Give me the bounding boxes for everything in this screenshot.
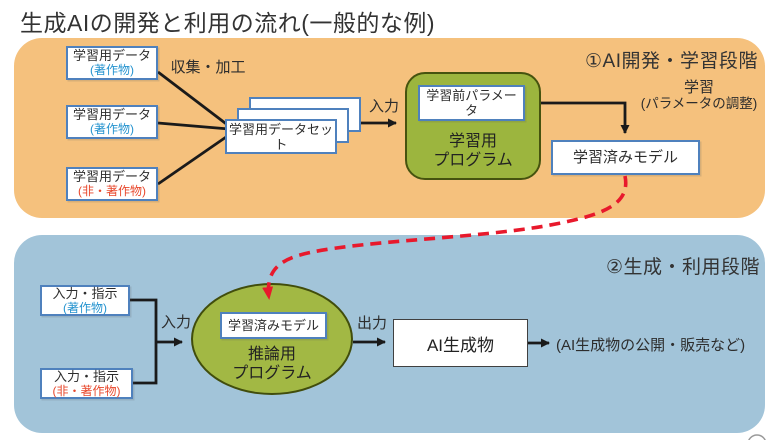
noncopyright-tag: (非・著作物) [78,184,146,198]
input-instruction-box-1: 入力・指示 (著作物) [40,285,130,316]
dataset-box: 学習用データセット [225,119,337,154]
collect-process-label: 収集・加工 [170,59,246,76]
dataset-label: 学習用データセット [228,121,333,152]
training-data-label: 学習用データ [72,169,151,184]
page-title: 生成AIの開発と利用の流れ(一般的な例) [20,10,436,36]
training-data-label: 学習用データ [72,48,151,63]
training-program-caption: 学習用 プログラム [405,132,541,170]
pre-training-parameters-label: 学習前パラメータ [426,88,517,118]
training-data-label: 学習用データ [72,107,151,122]
ai-product-box: AI生成物 [393,319,528,367]
copyright-tag: (著作物) [63,300,107,315]
ai-product-label: AI生成物 [426,335,495,355]
trained-model-box-stage2: 学習済みモデル [220,312,327,339]
training-data-box-2: 学習用データ (著作物) [66,105,158,139]
inference-program-caption: 推論用 プログラム [200,345,344,383]
training-program-caption-line2: プログラム [433,152,513,169]
training-data-box-1: 学習用データ (著作物) [66,46,158,80]
output-label: 出力 [356,315,387,332]
input-label-stage1: 入力 [368,98,399,115]
training-data-box-3: 学習用データ (非・著作物) [66,167,158,201]
input-instruction-label: 入力・指示 [52,285,118,301]
copyright-tag: (著作物) [90,122,134,136]
learning-label-line1: 学習 [683,79,714,96]
trained-model-label: 学習済みモデル [227,318,319,333]
trained-model-label: 学習済みモデル [572,149,678,166]
noncopyright-tag: (非・著作物) [52,383,121,398]
inference-program-caption-line2: プログラム [232,365,312,382]
stage1-header: ①AI開発・学習段階 [585,51,758,72]
learning-adjustment-label: 学習 (パラメータの調整) [630,79,768,112]
usage-note: (AI生成物の公開・販売など) [556,337,746,354]
copyright-tag: (著作物) [90,63,134,77]
input-label-stage2: 入力 [160,314,191,331]
trained-model-box-stage1: 学習済みモデル [551,140,700,175]
input-instruction-label: 入力・指示 [53,368,119,384]
input-instruction-box-2: 入力・指示 (非・著作物) [40,368,133,399]
inference-program-ellipse [191,283,353,395]
learning-label-line2: (パラメータの調整) [640,96,758,111]
inference-program-caption-line1: 推論用 [247,346,296,363]
training-program-caption-line1: 学習用 [448,133,497,150]
stage2-header: ②生成・利用段階 [605,257,760,278]
pre-training-parameters-box: 学習前パラメータ [418,85,525,121]
page-number-mark [748,434,766,440]
